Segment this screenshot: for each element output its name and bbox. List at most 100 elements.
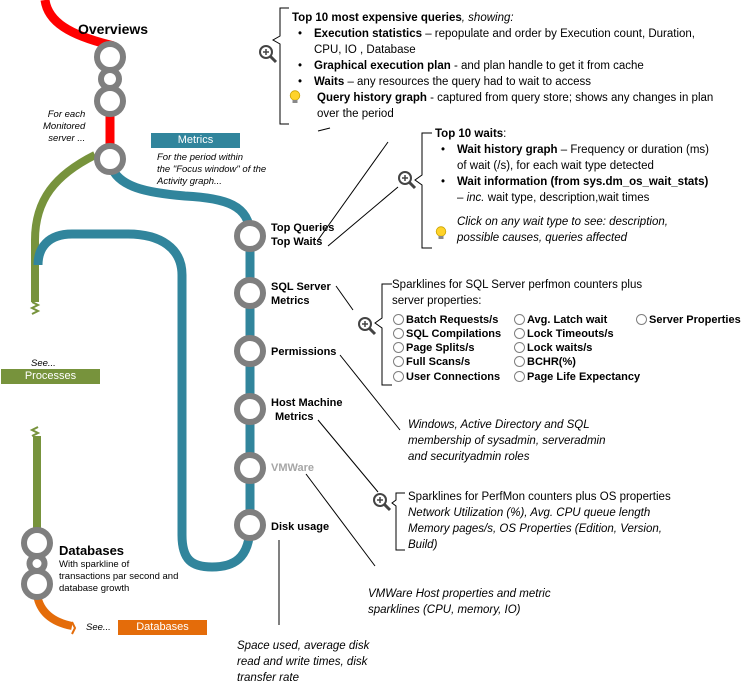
vmware-note-line: sparklines (CPU, memory, IO) (368, 604, 521, 616)
station-label-host-machine[interactable]: Host Machine Metrics (271, 396, 343, 424)
station-label-line: Host Machine (271, 397, 343, 409)
connector-queries (317, 141, 389, 241)
queries-tip-cont: over the period (317, 108, 394, 120)
waits-item-cont: wait type, description,wait times (484, 192, 650, 204)
radio-icon (393, 371, 404, 382)
option-sql-compilations[interactable]: SQL Compilations (393, 328, 501, 340)
waits-item-inc: inc. (466, 192, 485, 204)
green-line (31, 151, 97, 302)
option-label: SQL Compilations (406, 328, 502, 340)
metrics-tag[interactable]: Metrics (151, 133, 240, 148)
sql-server-metrics-station (234, 277, 266, 309)
sql-brace (374, 283, 392, 386)
radio-icon (514, 328, 525, 339)
monitored-server-station (94, 143, 126, 175)
databases-desc-line: transactions par second and (59, 571, 179, 582)
radio-icon (393, 328, 404, 339)
queries-item-bold: Graphical execution plan (314, 60, 451, 72)
disk-note-line: Space used, average disk (237, 640, 370, 652)
queries-item: Graphical execution plan - and plan hand… (292, 58, 713, 74)
option-avg-latch-wait[interactable]: Avg. Latch wait (514, 314, 607, 326)
radio-icon (514, 356, 525, 367)
radio-icon (393, 314, 404, 325)
teal-line-loop (33, 229, 255, 572)
overviews-station (94, 41, 126, 117)
station-label-permissions[interactable]: Permissions (271, 346, 337, 358)
lightbulb-icon (435, 226, 447, 239)
metrics-note-line: Activity graph... (157, 176, 222, 187)
waits-tip-line: Click on any wait type to see: descripti… (457, 216, 668, 228)
host-line: Build) (408, 539, 438, 551)
radio-icon (393, 342, 404, 353)
permissions-note-line: membership of sysadmin, serveradmin (408, 435, 606, 447)
databases-station (21, 527, 53, 600)
waits-head-rest: : (503, 128, 507, 140)
option-label: Avg. Latch wait (527, 314, 608, 326)
host-box: Sparklines for PerfMon counters plus OS … (408, 489, 671, 553)
option-page-life-expectancy[interactable]: Page Life Expectancy (514, 371, 640, 383)
station-label-disk-usage[interactable]: Disk usage (271, 521, 330, 533)
metrics-note-line: the "Focus window" of the (157, 164, 267, 175)
teal-line-main (105, 160, 255, 525)
permissions-note-line: Windows, Active Directory and SQL (408, 419, 590, 431)
station-label-line: Metrics (275, 411, 314, 423)
connector-sql (335, 285, 354, 311)
databases-see: See... (86, 622, 111, 633)
option-label: User Connections (406, 371, 501, 383)
queries-item: Execution statistics – repopulate and or… (292, 26, 713, 58)
monitored-note-line: For each (47, 109, 86, 120)
option-server-properties[interactable]: Server Properties (636, 314, 741, 326)
station-label-line: Top Queries (271, 222, 335, 234)
option-bchr[interactable]: BCHR(%) (514, 356, 576, 368)
option-label: Page Life Expectancy (527, 371, 641, 383)
waits-head: Top 10 waits (435, 128, 504, 140)
option-page-splits[interactable]: Page Splits/s (393, 342, 474, 354)
vmware-note-line: VMWare Host properties and metric (368, 588, 551, 600)
processes-tag[interactable]: Processes (1, 369, 100, 384)
permissions-note-line: and securityadmin roles (408, 451, 530, 463)
queries-head: Top 10 most expensive queries (292, 12, 462, 24)
station-label-line: Top Waits (271, 236, 323, 248)
station-label-sql-server-metrics[interactable]: SQL Server Metrics (271, 280, 331, 308)
host-head: Sparklines for PerfMon counters plus OS … (408, 491, 671, 503)
option-user-connections[interactable]: User Connections (393, 371, 500, 383)
option-full-scans[interactable]: Full Scans/s (393, 356, 470, 368)
databases-desc-line: database growth (59, 583, 130, 594)
permissions-station (234, 335, 266, 367)
overviews-title[interactable]: Overviews (78, 21, 149, 37)
permissions-note: Windows, Active Directory and SQL member… (408, 417, 606, 465)
green-zigzag-top (29, 426, 41, 437)
magnifier-plus-icon[interactable] (372, 492, 392, 512)
radio-icon (514, 342, 525, 353)
waits-brace (414, 132, 432, 249)
station-label-top-queries[interactable]: Top Queries Top Waits (271, 221, 334, 249)
option-lock-timeouts[interactable]: Lock Timeouts/s (514, 328, 614, 340)
databases-tag[interactable]: Databases (118, 620, 207, 635)
monitored-note-line: Monitored (43, 121, 86, 132)
magnifier-plus-icon[interactable] (258, 44, 278, 64)
waits-item-cont: of wait (/s), for each wait type detecte… (457, 160, 654, 172)
waits-tip-line: possible causes, queries affected (457, 232, 628, 244)
orange-zigzag (71, 621, 77, 635)
connector-host (317, 419, 379, 493)
magnifier-plus-icon[interactable] (397, 170, 417, 190)
queries-tip-bold: Query history graph (317, 92, 427, 104)
connector-queries-upper (317, 127, 331, 132)
option-label: Full Scans/s (406, 356, 471, 368)
option-batch-requests[interactable]: Batch Requests/s (393, 314, 498, 326)
host-line: Network Utilization (%), Avg. CPU queue … (408, 507, 651, 519)
waits-item-bold: Wait history graph (457, 144, 558, 156)
queries-item: Waits – any resources the query had to w… (292, 74, 713, 90)
waits-box: Top 10 waits: Wait history graph – Frequ… (435, 126, 709, 246)
magnifier-plus-icon[interactable] (357, 316, 377, 336)
option-lock-waits[interactable]: Lock waits/s (514, 342, 592, 354)
host-machine-station (234, 393, 266, 425)
databases-title[interactable]: Databases (59, 543, 125, 558)
host-line: Memory pages/s, OS Properties (Edition, … (408, 523, 662, 535)
queries-item-rest: – any resources the query had to wait to… (344, 76, 591, 88)
processes-see: See... (31, 358, 56, 369)
databases-desc: With sparkline of transactions par secon… (59, 559, 178, 595)
station-label-vmware[interactable]: VMWare (271, 462, 314, 474)
sql-intro-line: Sparklines for SQL Server perfmon counte… (392, 279, 643, 291)
